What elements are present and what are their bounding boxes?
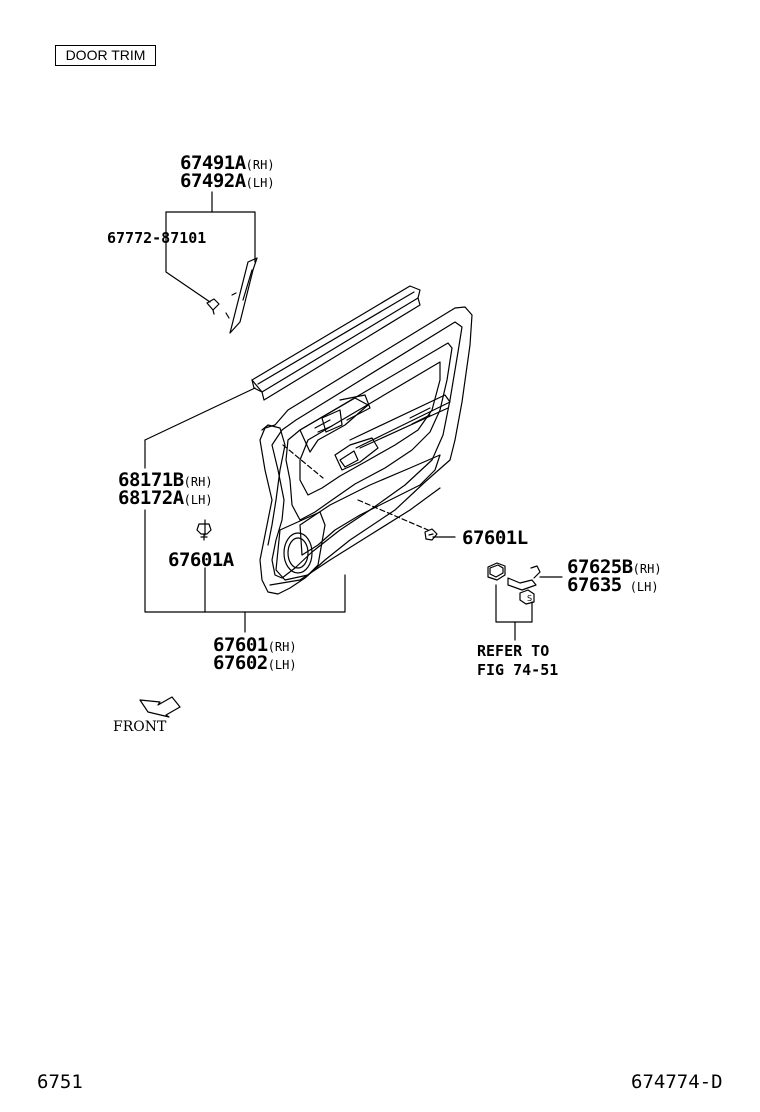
svg-text:S: S [527, 594, 532, 603]
page-code: 6751 [37, 1071, 83, 1093]
callout-68172a: 68172A(LH) [118, 487, 213, 509]
upper-weatherstrip-piece [225, 257, 258, 334]
refer-note-line1: REFER TO [477, 642, 550, 660]
front-label: FRONT [113, 719, 167, 735]
clip-icon-67601l [424, 528, 438, 541]
clip-icon-67601a [196, 523, 212, 541]
switch-assembly: S [487, 562, 541, 605]
callout-67772-87101: 67772-87101 [107, 229, 207, 247]
callout-67635: 67635(LH) [567, 574, 659, 596]
callout-67625b: 67625B(RH) [567, 556, 662, 578]
refer-note-line2: FIG 74-51 [477, 661, 559, 679]
clip-icon-upper [206, 298, 220, 315]
callout-67491a: 67491A(RH) [180, 152, 275, 174]
callout-68171b: 68171B(RH) [118, 469, 213, 491]
front-arrow-icon [139, 696, 181, 718]
callout-67602: 67602(LH) [213, 652, 297, 674]
callout-67601: 67601(RH) [213, 634, 297, 656]
callout-67492a: 67492A(LH) [180, 170, 275, 192]
callout-67601a: 67601A [168, 549, 234, 571]
section-title: DOOR TRIM [55, 45, 156, 66]
belt-weatherstrip [251, 285, 421, 401]
leader-lines [144, 191, 563, 641]
door-trim-panel [259, 306, 473, 595]
callout-67601l: 67601L [462, 527, 528, 549]
figure-code: 674774-D [631, 1071, 723, 1093]
